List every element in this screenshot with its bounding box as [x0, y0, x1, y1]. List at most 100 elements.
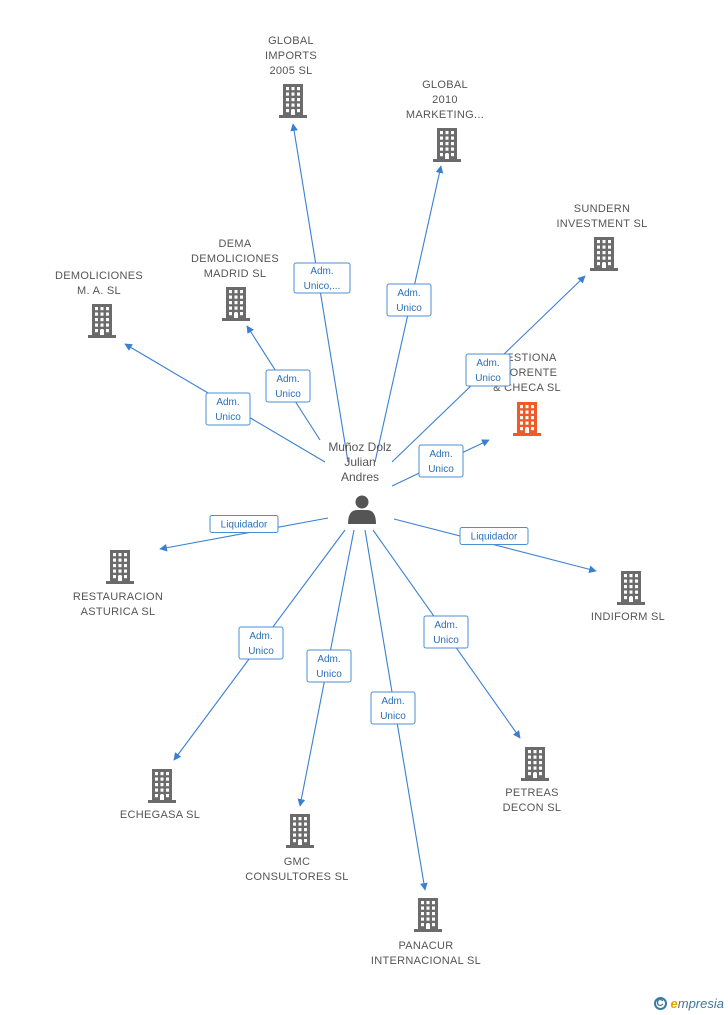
- company-name: DECON SL: [503, 802, 562, 814]
- company-name: MARKETING...: [406, 109, 484, 121]
- edge-label-text: Unico: [275, 389, 301, 400]
- edge-label-box[interactable]: [209, 515, 279, 533]
- edge-label-box[interactable]: [418, 444, 464, 478]
- company-name: PETREAS: [505, 787, 558, 799]
- edge-label-box[interactable]: [386, 283, 432, 317]
- person-name: Andres: [341, 470, 379, 484]
- company-name: MADRID SL: [204, 268, 267, 280]
- building-icon: [433, 128, 461, 162]
- company-name: LLORENTE: [497, 367, 557, 379]
- nodes-layer: GLOBAL IMPORTS 2005 SL GLOBAL 2010MARKETING.…: [55, 35, 665, 967]
- building-icon: [414, 898, 442, 932]
- company-name: 2010: [432, 94, 458, 106]
- edge-label-text: Adm.: [276, 374, 299, 385]
- edge-label-box[interactable]: [459, 527, 529, 545]
- edge-restauracion: [159, 517, 329, 552]
- company-node-restauracion[interactable]: RESTAURACION ASTURICA SL: [73, 550, 163, 618]
- edge-label-sundern[interactable]: Adm.Unico: [465, 353, 511, 387]
- edge-label-text: Adm.: [476, 358, 499, 369]
- company-name: PANACUR: [398, 940, 453, 952]
- footer-brand: C empresia: [653, 996, 724, 1011]
- company-name: GMC: [284, 856, 311, 868]
- edge-label-text: Unico,...: [304, 281, 341, 292]
- edge-label-gestiona[interactable]: Adm. Unico: [418, 444, 464, 478]
- company-name: RESTAURACION: [73, 591, 163, 603]
- building-icon: [279, 84, 307, 118]
- edge-label-restauracion[interactable]: Liquidador: [209, 515, 279, 533]
- edge-label-box[interactable]: [306, 649, 352, 683]
- edge-label-box[interactable]: [293, 262, 351, 294]
- building-icon: [513, 402, 541, 436]
- edge-label-text: Adm.: [216, 397, 239, 408]
- edge-label-text: Liquidador: [471, 532, 518, 543]
- edge-label-box[interactable]: [265, 369, 311, 403]
- company-name: CONSULTORES SL: [245, 871, 348, 883]
- company-node-demoliciones-ma[interactable]: DEMOLICIONES M. A. SL: [55, 270, 143, 338]
- company-name: IMPORTS: [265, 50, 317, 62]
- edge-label-text: Adm.: [397, 288, 420, 299]
- edge-label-box[interactable]: [423, 615, 469, 649]
- building-icon: [617, 571, 645, 605]
- company-name: ASTURICA SL: [81, 606, 156, 618]
- edge-label-box[interactable]: [238, 626, 284, 660]
- company-name: INDIFORM SL: [591, 611, 665, 623]
- person-name: Julian: [344, 455, 375, 469]
- edge-label-box[interactable]: [465, 353, 511, 387]
- edge-label-text: Adm.: [310, 266, 333, 277]
- company-name: DEMOLICIONES: [191, 253, 279, 265]
- edge-label-demoliciones-ma[interactable]: Adm. Unico: [205, 392, 251, 426]
- edge-label-text: Unico: [428, 464, 454, 475]
- edge-label-text: Adm.: [429, 449, 452, 460]
- person-name: Muñoz Dolz: [328, 440, 391, 454]
- building-icon: [106, 550, 134, 584]
- building-icon: [148, 769, 176, 803]
- company-name: M. A. SL: [77, 285, 121, 297]
- edge-label-gmc[interactable]: Adm. Unico: [306, 649, 352, 683]
- copyright-icon: C: [653, 997, 667, 1010]
- company-name: ECHEGASA SL: [120, 809, 200, 821]
- edge-label-petreas[interactable]: Adm. Unico: [423, 615, 469, 649]
- edge-label-indiform[interactable]: Liquidador: [459, 527, 529, 545]
- edge-label-text: Adm.: [381, 696, 404, 707]
- edge-label-global-2010[interactable]: Adm. Unico: [386, 283, 432, 317]
- edge-label-text: Adm.: [249, 631, 272, 642]
- edge-label-panacur[interactable]: Adm. Unico: [370, 691, 416, 725]
- company-name: GLOBAL: [422, 79, 468, 91]
- company-node-gmc[interactable]: GMC CONSULTORES SL: [245, 814, 348, 883]
- person-icon[interactable]: [348, 495, 376, 525]
- edge-label-text: Liquidador: [221, 520, 268, 531]
- edge-labels-layer: Adm.Unico,...Adm.UnicoAdm.UnicoAdm.Unico…: [205, 262, 529, 725]
- edge-label-global-imports[interactable]: Adm. Unico,...: [293, 262, 351, 294]
- company-name: GLOBAL: [268, 35, 314, 47]
- edge-label-dema[interactable]: Adm. Unico: [265, 369, 311, 403]
- company-name: 2005 SL: [269, 65, 312, 77]
- company-node-global-2010[interactable]: GLOBAL 2010MARKETING...: [406, 79, 484, 162]
- edge-label-box[interactable]: [370, 691, 416, 725]
- edge-label-text: Unico: [380, 711, 406, 722]
- building-icon: [590, 237, 618, 271]
- company-name: DEMOLICIONES: [55, 270, 143, 282]
- company-node-global-imports[interactable]: GLOBAL IMPORTS 2005 SL: [265, 35, 317, 118]
- edge-label-text: Unico: [248, 646, 274, 657]
- building-icon: [222, 287, 250, 321]
- edge-label-text: Unico: [396, 303, 422, 314]
- edge-label-text: Unico: [316, 669, 342, 680]
- edge-label-box[interactable]: [205, 392, 251, 426]
- company-name: SUNDERN: [574, 203, 631, 215]
- brand-logo: empresia: [670, 996, 724, 1011]
- company-node-petreas[interactable]: PETREAS DECON SL: [503, 747, 562, 814]
- edge-label-echegasa[interactable]: Adm. Unico: [238, 626, 284, 660]
- building-icon: [88, 304, 116, 338]
- edge-label-text: Adm.: [434, 620, 457, 631]
- company-node-indiform[interactable]: INDIFORM SL: [591, 571, 665, 623]
- edge-label-text: Unico: [433, 635, 459, 646]
- company-node-echegasa[interactable]: ECHEGASA SL: [120, 769, 200, 821]
- edge-label-text: Unico: [215, 412, 241, 423]
- edge-label-text: Adm.: [317, 654, 340, 665]
